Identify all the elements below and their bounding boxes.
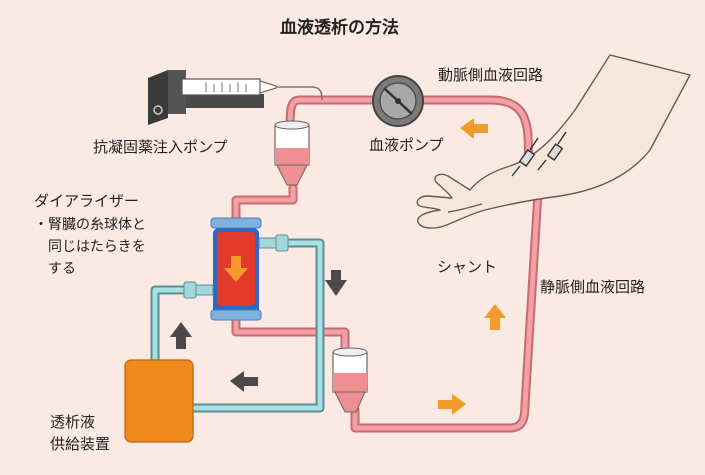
flow-arrow-icon	[484, 304, 506, 330]
flow-arrow-icon	[460, 118, 488, 139]
supply-unit-label-line-1: 透析液	[50, 413, 96, 431]
pre-dialyzer-tube	[231, 183, 298, 227]
supply-unit-label-line-2: 供給装置	[50, 435, 111, 453]
diagram-title: 血液透析の方法	[280, 18, 399, 38]
syringe-pump-icon	[148, 70, 323, 125]
blood-flow-arrows	[438, 118, 506, 415]
drip-chamber-icon	[274, 120, 310, 186]
venous-drip-chamber-icon	[332, 347, 368, 413]
anticoagulant-pump-label: 抗凝固薬注入ポンプ	[93, 138, 228, 156]
flow-arrow-icon	[438, 394, 466, 415]
blood-down-arrow-icon	[224, 256, 248, 282]
dialyzer-note-line-2: 同じはたらきを	[48, 239, 146, 255]
arterial-circuit-label: 動脈側血液回路	[438, 66, 544, 84]
venous-circuit-label: 静脈側血液回路	[540, 278, 646, 296]
dialyzer-icon	[183, 217, 289, 321]
supply-unit-icon	[124, 359, 194, 443]
dialyzer-note-line-3: する	[48, 261, 76, 277]
flow-arrow-icon	[230, 371, 258, 392]
flow-arrow-icon	[170, 322, 192, 349]
dialyzer-label: ダイアライザー	[34, 192, 140, 210]
dialysate-flow-arrows	[170, 270, 347, 392]
arm-icon	[416, 54, 691, 229]
flow-arrow-icon	[325, 270, 347, 296]
blood-circuit	[231, 95, 545, 433]
dialysate-circuit	[150, 238, 325, 413]
blood-pump-label: 血液ポンプ	[369, 136, 444, 154]
shunt-label: シャント	[437, 258, 498, 276]
blood-pump-icon	[372, 75, 424, 127]
dialyzer-note-line-1: ・腎臓の糸球体と	[34, 217, 146, 233]
post-dialyzer-tube	[231, 313, 350, 360]
shunt-needles-icon	[511, 131, 567, 177]
